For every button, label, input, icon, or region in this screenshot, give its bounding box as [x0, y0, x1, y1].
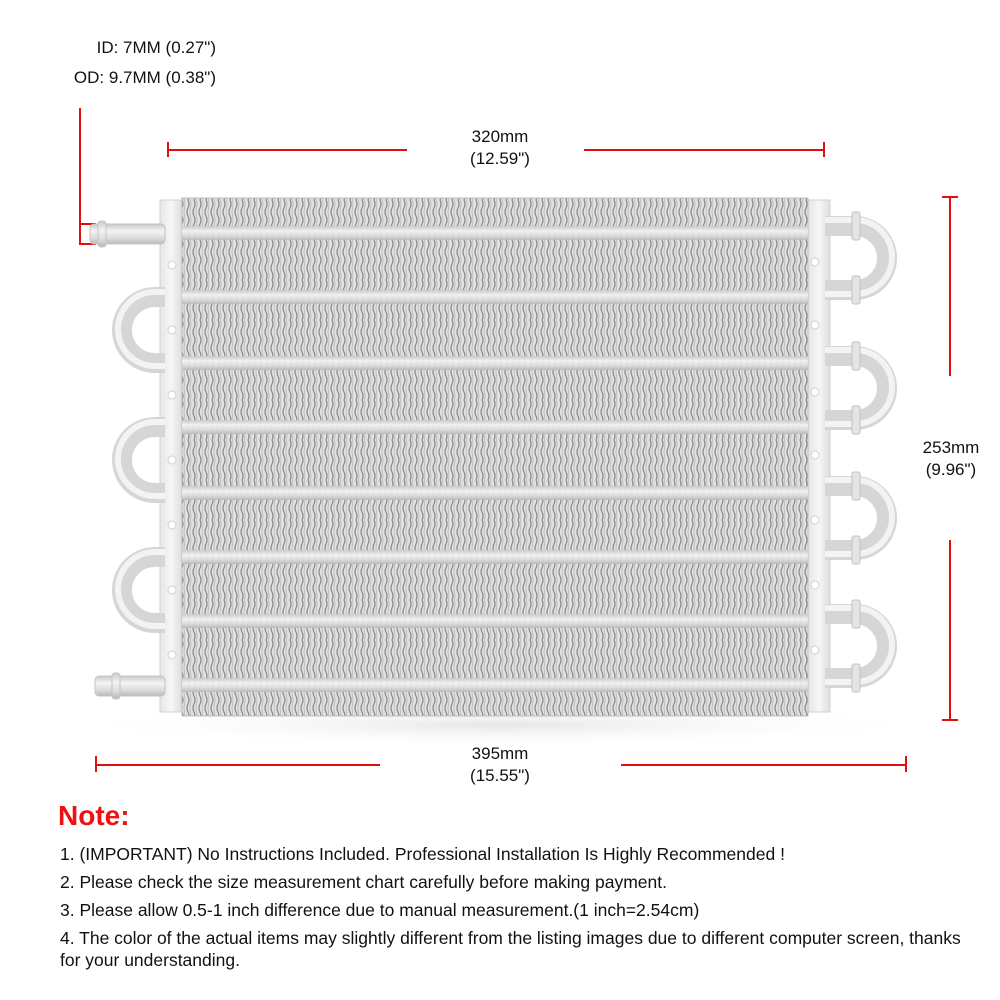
note-title: Note: [58, 800, 130, 831]
core-width-inch: (12.59") [470, 149, 530, 168]
height-tick-top [942, 196, 958, 198]
core-width-mm: 320mm [471, 127, 529, 146]
total-width-tick-right [905, 756, 907, 772]
height-line-top [949, 196, 951, 376]
inner-diameter-label: ID: 7MM (0.27") [96, 38, 216, 57]
note-item-1: 1. (IMPORTANT) No Instructions Included.… [60, 844, 785, 864]
note-item-4: 4. The color of the actual items may sli… [60, 928, 961, 970]
total-width-line-left [95, 764, 380, 766]
total-width-inch: (15.55") [470, 766, 530, 785]
note-item-3: 3. Please allow 0.5-1 inch difference du… [60, 900, 700, 920]
core-width-line-left [167, 149, 407, 151]
total-width-line-right [621, 764, 906, 766]
diameter-indicator-tick-top [79, 223, 96, 225]
height-inch: (9.96") [925, 460, 977, 479]
diameter-indicator-line [79, 108, 81, 244]
outer-diameter-label: OD: 9.7MM (0.38") [73, 68, 216, 87]
total-width-tick-left [95, 756, 97, 772]
height-mm: 253mm [922, 438, 980, 457]
core-width-line-right [584, 149, 824, 151]
core-width-tick-left [167, 142, 169, 157]
core-width-tick-right [823, 142, 825, 157]
height-tick-bottom [942, 719, 958, 721]
diameter-indicator-tick-bottom [79, 243, 96, 245]
note-item-2: 2. Please check the size measurement cha… [60, 872, 667, 892]
total-width-mm: 395mm [471, 744, 529, 763]
height-line-bottom [949, 540, 951, 720]
